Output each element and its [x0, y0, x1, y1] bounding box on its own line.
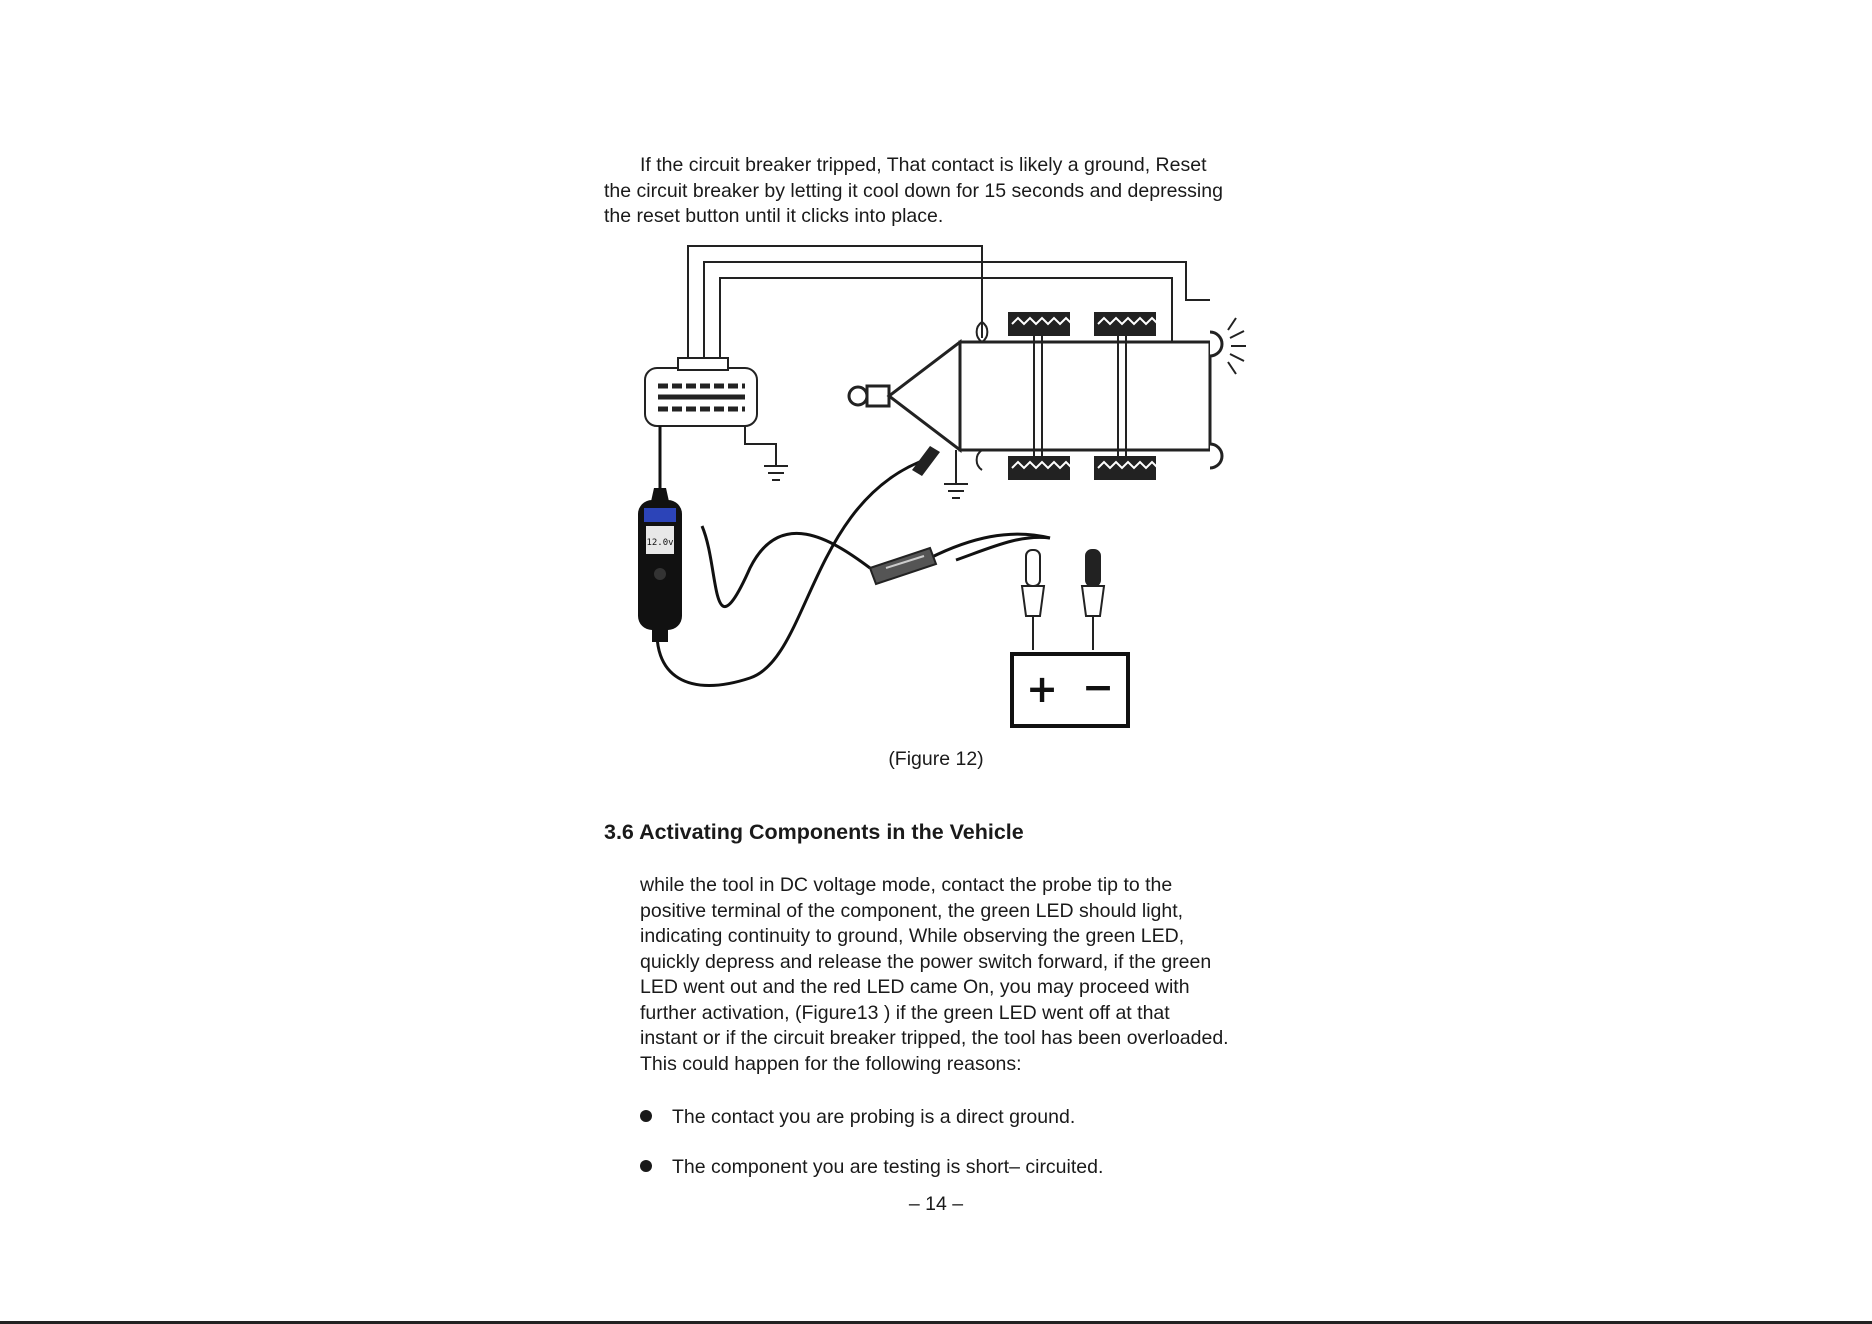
section-line: instant or if the circuit breaker trippe…	[640, 1027, 1229, 1049]
battery: + −	[1010, 652, 1130, 728]
bullet-item: The contact you are probing is a direct …	[640, 1106, 1075, 1129]
intro-line: the circuit breaker by letting it cool d…	[604, 179, 1223, 202]
figure-12-diagram: + − 12.0v	[638, 245, 1246, 728]
bullet-text: The component you are testing is short– …	[672, 1156, 1104, 1178]
intro-paragraph: If the circuit breaker tripped, That con…	[604, 153, 1223, 230]
section-heading: 3.6 Activating Components in the Vehicle	[604, 820, 1024, 844]
bullet-text: The contact you are probing is a direct …	[672, 1106, 1076, 1128]
battery-plus-label: +	[1026, 667, 1058, 711]
section-line: quickly depress and release the power sw…	[640, 950, 1212, 973]
figure-caption: (Figure 12)	[888, 748, 984, 770]
trailer-lamps	[1209, 330, 1224, 470]
battery-clamp-negative	[1080, 549, 1106, 650]
section-line: further activation, (Figure13 ) if the g…	[640, 1001, 1170, 1024]
intro-line: the reset button until it clicks into pl…	[604, 205, 944, 227]
battery-minus-label: −	[1082, 665, 1114, 709]
tester-display-reading: 12.0v	[646, 538, 673, 548]
section-line: positive terminal of the component, the …	[640, 899, 1184, 922]
bullet-item: The component you are testing is short– …	[640, 1156, 1103, 1179]
section-line: while the tool in DC voltage mode, conta…	[640, 874, 1173, 896]
trailer-wheels	[1008, 312, 1159, 480]
circuit-tester-device: 12.0v	[638, 426, 682, 642]
tester-cables	[655, 456, 1051, 687]
ground-symbol-trailer	[944, 450, 968, 499]
inline-fuse-holder	[868, 546, 938, 586]
battery-clamp-positive	[1020, 549, 1046, 650]
bullet-dot-icon	[640, 1160, 652, 1172]
page-number: – 14 –	[908, 1193, 964, 1215]
trailer-frame	[847, 316, 1212, 474]
section-line: This could happen for the following reas…	[640, 1052, 1022, 1075]
section-line: LED went out and the red LED came On, yo…	[640, 976, 1190, 998]
ground-symbol-connector	[764, 465, 788, 481]
ground-clip	[912, 446, 940, 476]
section-line: indicating continuity to ground, While o…	[640, 925, 1185, 947]
lamp-light-rays-icon	[1227, 317, 1246, 375]
section-paragraph: while the tool in DC voltage mode, conta…	[640, 873, 1229, 1077]
intro-line: If the circuit breaker tripped, That con…	[640, 154, 1207, 176]
bottom-border	[0, 1321, 1872, 1324]
obd-connector	[644, 357, 777, 466]
bullet-dot-icon	[640, 1110, 652, 1122]
